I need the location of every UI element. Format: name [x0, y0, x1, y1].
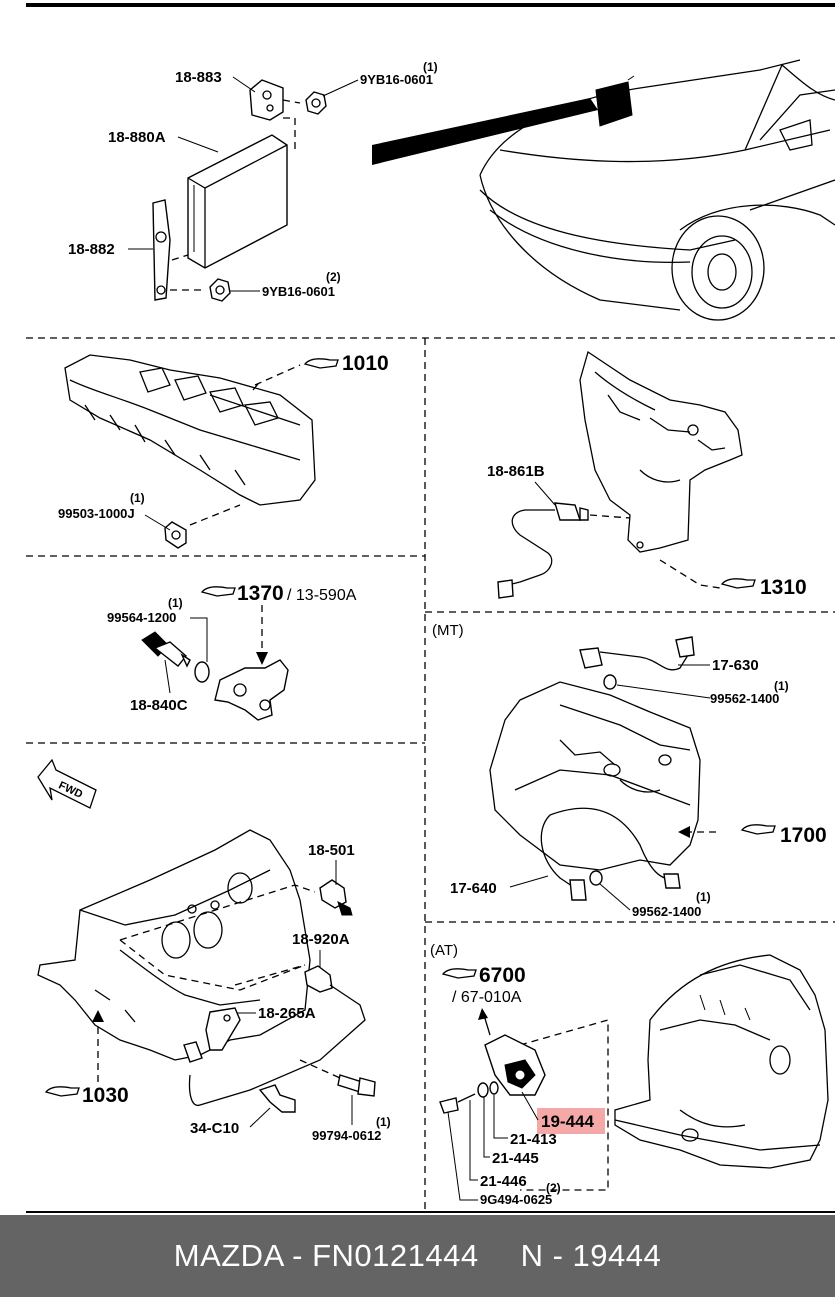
ecu-nut-top — [305, 91, 327, 115]
cylinder-head-illustration — [64, 354, 316, 506]
label-ref-1310: 1310 — [760, 576, 807, 599]
label-harness-clip: 34-C10 — [190, 1120, 239, 1137]
label-ecu-nut-top: 9YB16-0601 — [360, 72, 433, 87]
fwd-arrow-icon: FWD — [37, 758, 97, 809]
knock-sensor — [183, 965, 366, 1107]
label-sensor-bracket: 18-265A — [258, 1005, 316, 1022]
label-bolt-99794: 99794-0612 — [312, 1128, 381, 1143]
label-ref-67-010a: / 67-010A — [452, 989, 522, 1006]
label-part-21-445: 21-445 — [492, 1150, 539, 1167]
label-ref-13-590a: / 13-590A — [287, 587, 357, 604]
o2-sensor — [497, 502, 589, 599]
reference-hand-icon — [441, 968, 477, 979]
ecu-bracket-top — [249, 79, 284, 121]
parts-diagram-svg: 18-883 (1) 9YB16-0601 18-880A 18-882 (2)… — [26, 3, 835, 1213]
reference-hand-icon — [303, 358, 339, 369]
gasket-ring — [589, 870, 603, 886]
reference-hand-icon — [720, 578, 756, 589]
gasket-ring — [603, 674, 617, 690]
engine-block-illustration — [37, 829, 311, 1061]
automatic-transmission-illustration — [614, 954, 829, 1169]
label-plug-99503: 99503-1000J — [58, 506, 135, 521]
label-inhibitor-switch: 19-444 — [541, 1112, 594, 1131]
label-ecu-nut-bottom: 9YB16-0601 — [262, 284, 335, 299]
label-qty: (1) — [376, 1115, 391, 1129]
label-mt-gasket-top: 99562-1400 — [710, 691, 779, 706]
label-mt-sensor-top: 17-630 — [712, 657, 759, 674]
label-part-21-446: 21-446 — [480, 1173, 527, 1190]
thermo-sensor — [141, 631, 191, 668]
label-ref-1030: 1030 — [82, 1084, 129, 1107]
label-ref-1700: 1700 — [780, 824, 827, 847]
sensor-bracket — [205, 1007, 241, 1051]
label-thermo-sensor: 18-840C — [130, 697, 188, 714]
gasket-ring — [194, 661, 210, 683]
footer-bar: MAZDA - FN0121444 N - 19444 — [0, 1215, 835, 1297]
ecu-nut-bottom — [209, 278, 231, 302]
thermostat-housing — [214, 659, 289, 721]
ecu-unit — [187, 134, 288, 269]
label-ref-1370: 1370 — [237, 582, 284, 605]
label-mt-sensor-bottom: 17-640 — [450, 880, 497, 897]
inhibitor-switch — [484, 1034, 546, 1096]
label-part-21-413: 21-413 — [510, 1131, 557, 1148]
manual-transmission-illustration — [489, 681, 701, 871]
label-qty: (1) — [774, 679, 789, 693]
label-ref-1010: 1010 — [342, 352, 389, 375]
parts-diagram: 18-883 (1) 9YB16-0601 18-880A 18-882 (2)… — [26, 3, 835, 1213]
label-ecu-bracket-side: 18-882 — [68, 241, 115, 258]
part-highlight — [537, 1108, 605, 1134]
ecu-bracket-side — [152, 199, 171, 301]
exhaust-manifold-illustration — [579, 350, 743, 553]
reference-hand-icon — [44, 1086, 80, 1097]
label-mt-gasket-bottom: 99562-1400 — [632, 904, 701, 919]
label-qty: (1) — [696, 890, 711, 904]
label-ecu-bracket-top: 18-883 — [175, 69, 222, 86]
label-bolt-9g494: 9G494-0625 — [480, 1192, 552, 1207]
oil-pressure-switch — [319, 879, 353, 916]
mt-sensor-bottom — [540, 807, 681, 901]
label-knock-sensor: 18-920A — [292, 931, 350, 948]
label-oil-switch: 18-501 — [308, 842, 355, 859]
label-gasket-99564: 99564-1200 — [107, 610, 176, 625]
footer-n-part: N - 19444 — [520, 1238, 662, 1273]
plug-99503 — [164, 521, 187, 549]
bolt-99794 — [337, 1074, 376, 1097]
car-front-illustration — [372, 59, 835, 321]
label-ref-6700: 6700 — [479, 964, 526, 987]
footer-brand-part: MAZDA - FN0121444 — [173, 1238, 479, 1273]
label-qty: (1) — [130, 491, 145, 505]
label-qty: (2) — [546, 1181, 561, 1195]
washer — [477, 1082, 489, 1098]
label-at: (AT) — [430, 942, 458, 959]
label-qty: (1) — [168, 596, 183, 610]
bolt-9g494 — [439, 1093, 476, 1114]
label-qty: (1) — [423, 60, 438, 74]
mt-sensor-top — [579, 636, 695, 671]
label-mt: (MT) — [432, 622, 464, 639]
reference-hand-icon — [200, 586, 236, 597]
label-o2-sensor: 18-861B — [487, 463, 545, 480]
label-ecu-unit: 18-880A — [108, 129, 166, 146]
washer — [489, 1081, 499, 1095]
label-qty: (2) — [326, 270, 341, 284]
harness-clip — [258, 1084, 296, 1113]
reference-hand-icon — [740, 824, 776, 835]
